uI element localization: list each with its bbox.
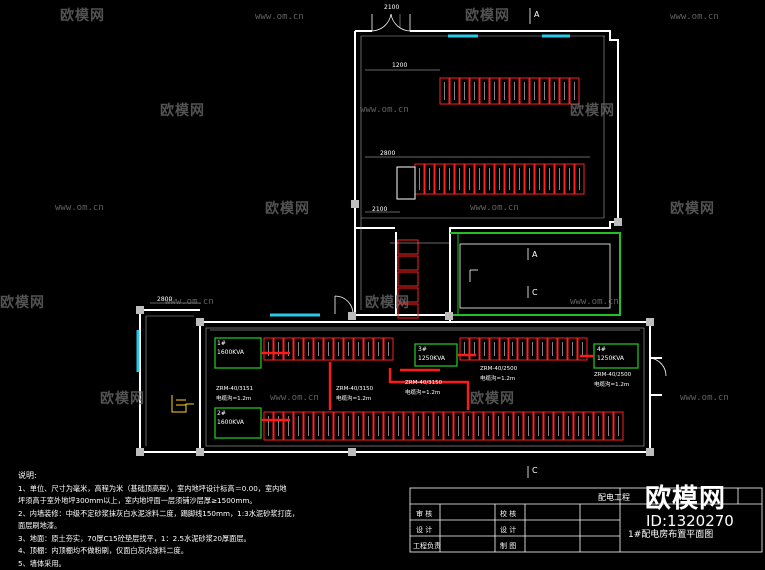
title-block-cell: 工程负责 [413, 541, 441, 551]
trench-depth: 电缆沟=1.2m [480, 374, 515, 382]
watermark-url: www.om.cn [165, 297, 214, 307]
trench-label: ZRM-40/2500 [480, 366, 517, 372]
notes-line: 1、单位、尺寸为毫米，高程为米（基础顶高程），室内地坪设计标高＝0.00，室内地 [18, 483, 408, 496]
switchgear-lower-bottom [264, 412, 623, 440]
notes-line: 坪须高于室外地坪300mm以上，室内地坪面一层须铺沙层厚≥1500mm。 [18, 495, 408, 508]
trench-depth: 电缆沟=1.2m [594, 380, 629, 388]
title-block-cell: 审 核 [416, 509, 432, 519]
watermark-brand: 欧模网 [470, 388, 515, 408]
notes-line: 2、内墙装修：中级不定砂浆抹灰白水泥涂料二度，踢脚线150mm，1:3水泥砂浆打… [18, 508, 408, 521]
switchgear-cabinet [398, 272, 418, 286]
design-notes: 说明: 1、单位、尺寸为毫米，高程为米（基础顶高程），室内地坪设计标高＝0.00… [18, 470, 408, 570]
dim-label: 1200 [392, 62, 407, 69]
dim-label: 2800 [157, 296, 172, 303]
title-block-cell: 校 核 [500, 509, 516, 519]
watermark-url: www.om.cn [255, 12, 304, 22]
trench-label: ZRM-40/2500 [594, 372, 631, 378]
project-label: 配电工程 [598, 492, 630, 503]
switchgear-cabinet [398, 256, 418, 270]
switchgear-lower-top-b [460, 338, 509, 360]
trench-label: ZRM-40/3150 [336, 386, 373, 392]
dim-label: 2800 [380, 150, 395, 157]
trench-depth: 电缆沟=1.2m [336, 394, 371, 402]
watermark-url: www.om.cn [360, 105, 409, 115]
section-mark-a: A [534, 10, 539, 19]
title-block-cell: 设 计 [500, 525, 516, 535]
stair [172, 395, 194, 412]
section-mark-a: A [532, 250, 537, 259]
right-door [650, 358, 666, 376]
watermark-brand: 欧模网 [365, 292, 410, 312]
top-double-door [372, 14, 410, 31]
section-mark-c: C [532, 466, 538, 475]
transformer-3-rating: 1250KVA [418, 355, 445, 362]
section-mark-c: C [532, 288, 538, 297]
watermark-url: www.om.cn [570, 297, 619, 307]
transformer-4-rating: 1250KVA [597, 355, 624, 362]
notes-line: 3、地面：原土夯实，70厚C15砼垫层找平，1：2.5水泥砂浆20厚面层。 [18, 533, 408, 546]
switchgear-row-1 [440, 78, 579, 104]
switchgear-cabinet [398, 240, 418, 254]
upper-left-panel [397, 167, 415, 199]
watermark-brand: 欧模网 [100, 388, 145, 408]
trench-depth: 电缆沟=1.2m [216, 394, 251, 402]
switchgear-lower-top-c [508, 338, 587, 360]
watermark-brand: 欧模网 [60, 5, 105, 25]
notes-line: 面层刷地漆。 [18, 520, 408, 533]
watermark-url: www.om.cn [270, 393, 319, 403]
transformer-2-rating: 1600KVA [217, 419, 244, 426]
title-block-cell: 设 计 [416, 525, 432, 535]
transformer-1-rating: 1600KVA [217, 349, 244, 356]
trench-label: ZRM-40/3151 [216, 386, 253, 392]
notes-line: 4、顶棚：内顶棚均不做粉刷，仅面白灰内涂料二度。 [18, 545, 408, 558]
watermark-url: www.om.cn [680, 393, 729, 403]
switchgear-lower-top-a [264, 338, 393, 360]
cable-runs [261, 353, 594, 420]
drawing-title: 1#配电房布置平面图 [628, 527, 713, 540]
notes-line: 5、墙体采用。 [18, 558, 408, 570]
watermark-brand: 欧模网 [0, 292, 45, 312]
trench-depth: 电缆沟=1.2m [405, 388, 440, 396]
watermark-url: www.om.cn [470, 203, 519, 213]
upper-room-walls [355, 31, 618, 322]
dim-label: 2100 [372, 206, 387, 213]
transformer-4-id: 4# [597, 346, 606, 353]
title-block-cell: 制 图 [500, 541, 516, 551]
transformer-3-id: 3# [418, 346, 427, 353]
watermark-url: www.om.cn [55, 203, 104, 213]
trench-label: ZRM-40/3150 [405, 380, 442, 386]
watermark-url: www.om.cn [670, 12, 719, 22]
transformer-2-id: 2# [217, 410, 226, 417]
brand-corner-logo: 欧模网 [645, 478, 726, 515]
dim-label: 2100 [384, 4, 399, 11]
switchgear-row-2 [415, 164, 584, 194]
watermark-brand: 欧模网 [465, 5, 510, 25]
watermark-brand: 欧模网 [570, 100, 615, 120]
watermark-brand: 欧模网 [670, 198, 715, 218]
side-door [335, 296, 353, 314]
watermark-brand: 欧模网 [265, 198, 310, 218]
transformer-1-id: 1# [217, 340, 226, 347]
notes-heading: 说明: [18, 470, 408, 483]
watermark-brand: 欧模网 [160, 100, 205, 120]
